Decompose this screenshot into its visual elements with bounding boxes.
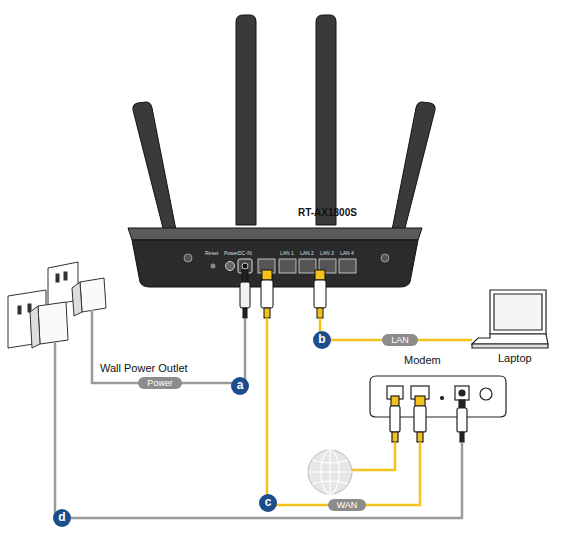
port-label: LAN 3 <box>320 251 334 256</box>
port-label: DC-IN <box>238 251 252 256</box>
wall-outlet <box>8 262 106 350</box>
cable-label: Power <box>138 377 182 390</box>
cable <box>92 318 245 383</box>
callout-letter: c <box>259 494 277 512</box>
port-label: Reset <box>205 251 218 256</box>
laptop-illustration <box>472 290 548 348</box>
router-box: RT-AX1800S <box>128 205 422 318</box>
outlet-box: Wall Power Outlet <box>5 260 110 350</box>
cable <box>267 318 420 505</box>
modem-illustration <box>370 376 506 442</box>
internet-globe <box>308 442 395 494</box>
cable <box>55 350 462 518</box>
port-label: LAN 2 <box>300 251 314 256</box>
laptop-box: Laptop <box>472 288 550 350</box>
router-body <box>128 228 422 287</box>
port-label: Power <box>224 251 238 256</box>
port-label: LAN 4 <box>340 251 354 256</box>
callout-letter: a <box>231 377 249 395</box>
cable-label: LAN <box>382 334 418 347</box>
node-label: Wall Power Outlet <box>100 362 188 375</box>
callout-letter: b <box>313 331 331 349</box>
node-label: Modem <box>404 354 441 367</box>
node-label: Laptop <box>498 352 532 365</box>
callout-letter: d <box>53 509 71 527</box>
cable-label: WAN <box>328 499 367 512</box>
port-label: LAN 1 <box>280 251 294 256</box>
node-label: RT-AX1800S <box>298 207 357 219</box>
router-plugs <box>240 270 326 318</box>
modem-box: Modem <box>368 352 508 442</box>
antennas <box>133 15 435 232</box>
